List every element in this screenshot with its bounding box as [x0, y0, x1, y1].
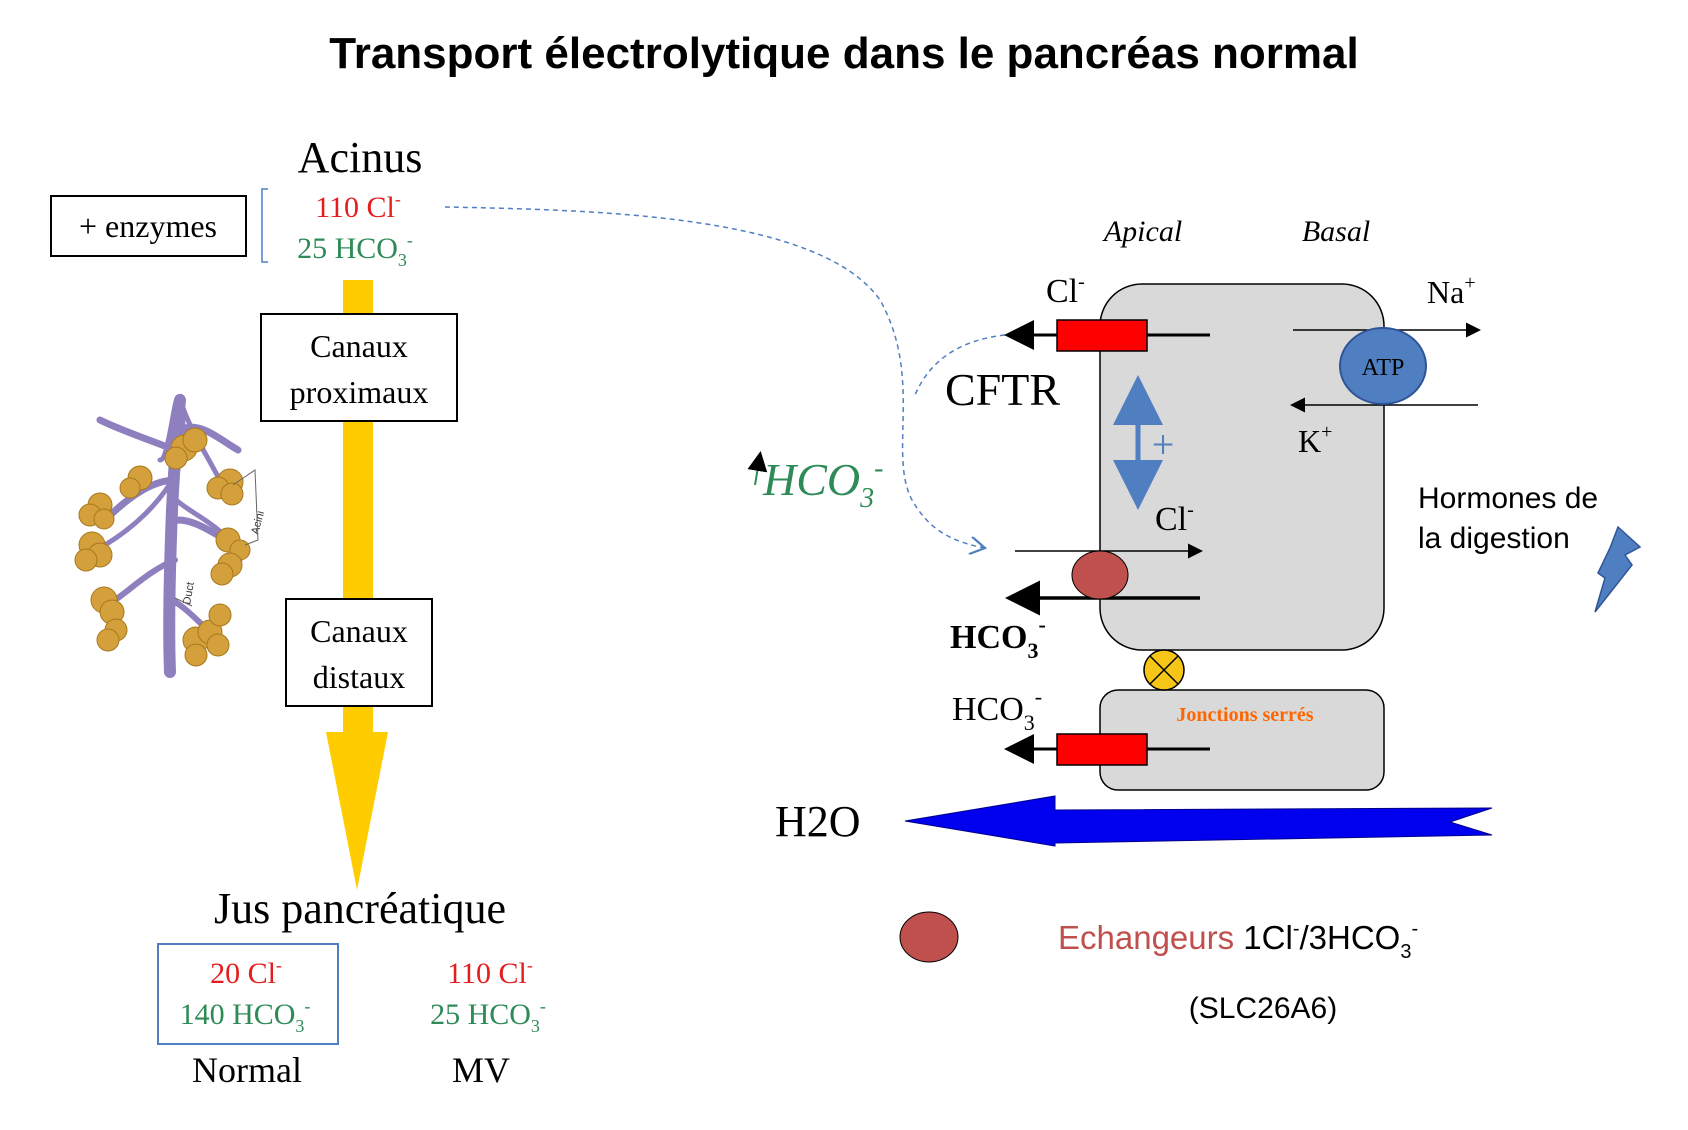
mv-label: MV [452, 1050, 510, 1090]
enzymes-label: + enzymes [79, 208, 217, 244]
hormones-line1: Hormones de [1418, 482, 1598, 515]
legend-exchanger-text: Echangeurs 1Cl-/3HCO3- [1058, 918, 1418, 963]
distal-duct-box: Canaux distaux [285, 598, 433, 707]
cl-mid-label: Cl- [1155, 499, 1194, 538]
tight-junction-cross [1149, 655, 1179, 685]
potential-plus: + [1152, 422, 1175, 467]
atp-label: ATP [1362, 355, 1405, 381]
cftr-channel-lower [1056, 733, 1148, 766]
basal-label: Basal [1302, 215, 1370, 248]
acinus-to-cell-dashed-path [444, 206, 985, 548]
h2o-label: H2O [775, 797, 861, 846]
hco3-increase-label: HCO3- [747, 451, 883, 514]
proximal-duct-line1: Canaux [310, 328, 408, 364]
hco3-bold-label: HCO3- [950, 612, 1046, 663]
cftr-channel-top [1056, 319, 1148, 352]
k-label: K+ [1298, 421, 1332, 459]
page-title: Transport électrolytique dans le pancréa… [329, 29, 1358, 78]
proximal-duct-box: Canaux proximaux [260, 313, 458, 422]
hco3-lower-label: HCO3- [952, 684, 1042, 735]
apical-label: Apical [1102, 215, 1182, 248]
h2o-arrow [904, 795, 1493, 847]
junctions-label: Jonctions serrés [1176, 704, 1313, 726]
tree-label-duct: Duct [181, 581, 197, 605]
acinus-bracket [261, 188, 268, 263]
distal-duct-line2: distaux [313, 659, 405, 695]
exchanger-cell [1071, 550, 1129, 600]
na-label: Na+ [1427, 272, 1476, 310]
juice-label: Jus pancréatique [214, 884, 506, 933]
normal-hco3: 140 HCO3- [180, 996, 311, 1036]
tree-label-acini: Acini [249, 510, 267, 536]
acinus-cl: 110 Cl- [315, 189, 401, 224]
normal-values-box [157, 943, 339, 1045]
enzymes-box: + enzymes [50, 195, 247, 257]
hormones-line2: la digestion [1418, 522, 1570, 555]
legend-exchanger-icon [899, 911, 959, 963]
hco3-increase-text: HCO3- [762, 453, 883, 514]
proximal-duct-line2: proximaux [290, 374, 429, 410]
cl-top-label: Cl- [1046, 271, 1085, 310]
tree-leader-lines [174, 469, 259, 607]
normal-cl: 20 Cl- [210, 955, 282, 990]
mv-cl: 110 Cl- [447, 955, 533, 990]
mv-hco3: 25 HCO3- [430, 996, 546, 1036]
normal-label: Normal [192, 1050, 302, 1090]
acinus-hco3: 25 HCO3- [297, 230, 413, 270]
lightning-icon [1594, 525, 1642, 613]
distal-duct-line1: Canaux [310, 613, 408, 649]
duct-cell-upper [1099, 283, 1385, 651]
legend-slc-label: (SLC26A6) [1189, 992, 1337, 1025]
atp-pump [1339, 327, 1427, 405]
acinus-label: Acinus [298, 133, 423, 182]
cftr-label: CFTR [945, 364, 1060, 415]
cftr-dashed-hook [914, 334, 1006, 396]
pancreas-tree-illustration: Acini Duct [74, 393, 267, 678]
